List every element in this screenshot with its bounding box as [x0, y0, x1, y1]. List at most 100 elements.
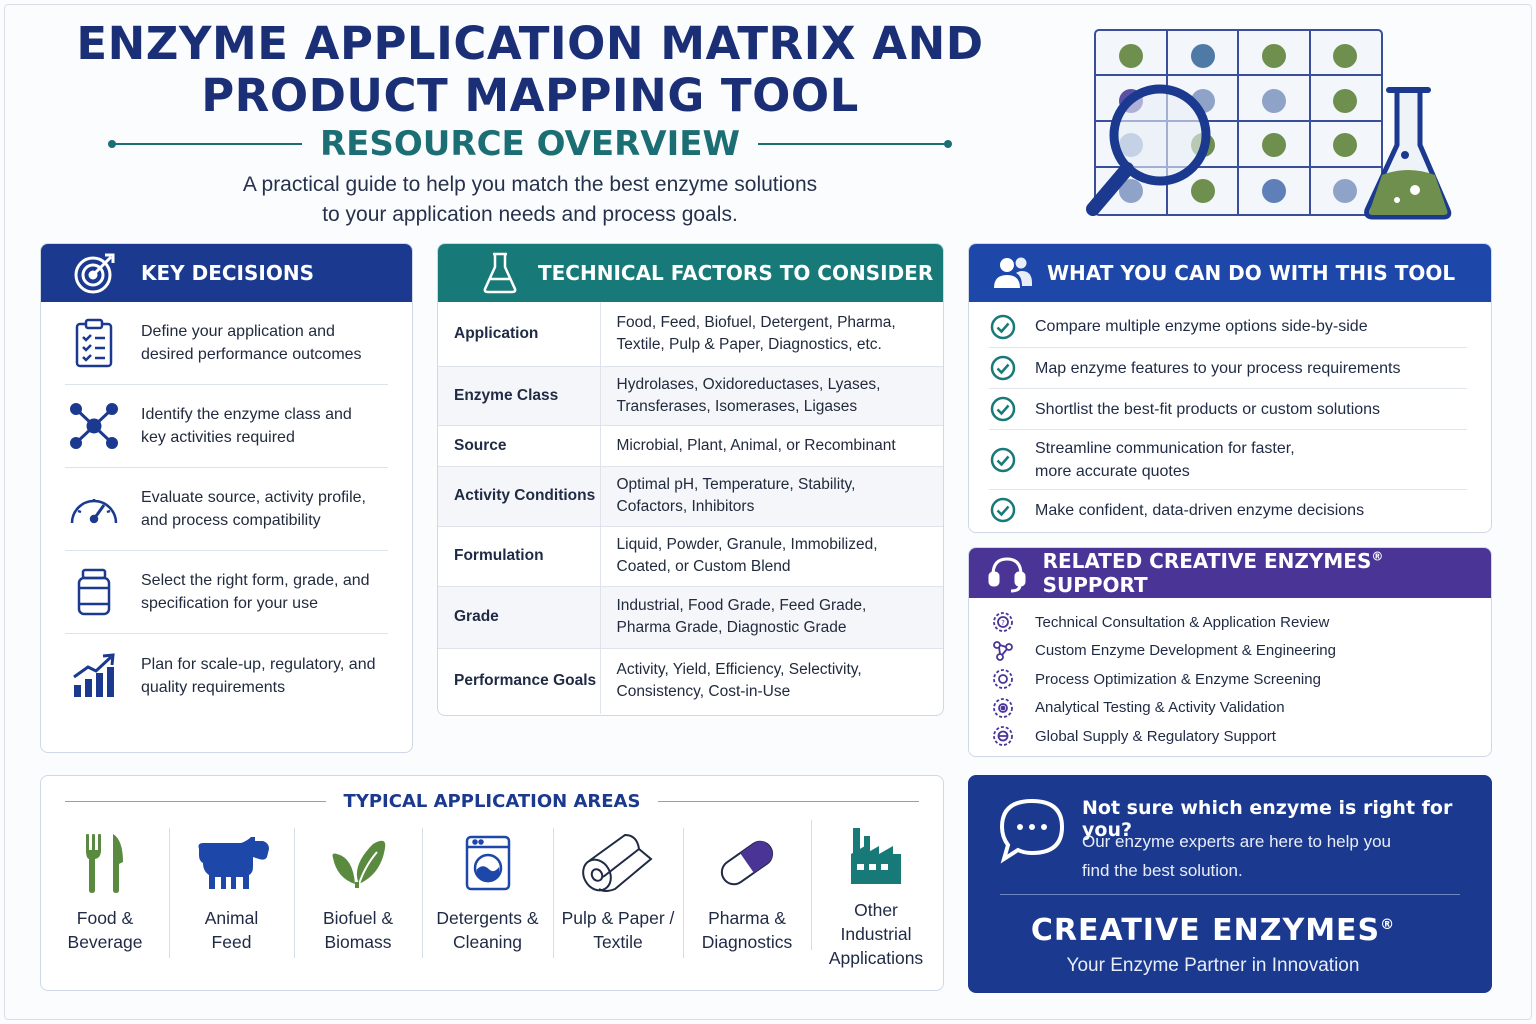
decision-text: Define your application and desired perf…	[141, 320, 388, 366]
what-you-can-do-card: WHAT YOU CAN DO WITH THIS TOOL Compare m…	[968, 243, 1492, 533]
decision-line-2: quality requirements	[141, 678, 286, 696]
list-item: Process Optimization & Enzyme Screening	[991, 665, 1467, 694]
magnifier-icon	[1086, 84, 1211, 216]
molecule-network-icon	[65, 397, 123, 455]
fork-knife-icon	[41, 828, 169, 898]
key-decisions-card: KEY DECISIONS Define your application an…	[40, 243, 413, 753]
factor-line-2: Coated, or Custom Blend	[616, 558, 791, 575]
related-support-header: RELATED CREATIVE ENZYMES® SUPPORT	[969, 548, 1491, 598]
cta-divider	[1000, 894, 1460, 895]
factor-key: Grade	[438, 586, 601, 649]
jar-icon	[65, 563, 123, 621]
support-text: Process Optimization & Enzyme Screening	[1035, 670, 1321, 688]
application-label: Pharma &Diagnostics	[683, 906, 811, 954]
capsule-icon	[683, 828, 811, 898]
decision-line-2: key activities required	[141, 429, 295, 446]
capability-line-1: Shortlist the best-fit products or custo…	[1035, 400, 1381, 418]
headset-icon	[985, 551, 1029, 595]
list-item: Streamline communication for faster,more…	[989, 430, 1467, 490]
paper-roll-icon	[553, 828, 683, 898]
list-item: Compare multiple enzyme options side-by-…	[989, 306, 1467, 348]
application-label: Food & Beverage	[41, 906, 169, 954]
molecule-icon	[993, 640, 1013, 661]
users-icon	[991, 251, 1035, 295]
support-text: Technical Consultation & Application Rev…	[1035, 613, 1330, 631]
gear-icon	[993, 697, 1013, 718]
table-row: Enzyme Class Hydrolases, Oxidoreductases…	[438, 366, 943, 426]
list-item: ? Technical Consultation & Application R…	[991, 608, 1467, 637]
page-title: ENZYME APPLICATION MATRIX AND PRODUCT MA…	[60, 18, 1000, 122]
factor-value: Activity, Yield, Efficiency, Selectivity…	[600, 648, 943, 714]
technical-factors-card: TECHNICAL FACTORS TO CONSIDER Applicatio…	[437, 243, 944, 716]
title-rule-left	[65, 800, 326, 802]
svg-text:?: ?	[1001, 619, 1005, 627]
factor-value: Optimal pH, Temperature, Stability,Cofac…	[600, 466, 943, 527]
flask-icon	[478, 251, 522, 295]
factor-line-1: Hydrolases, Oxidoreductases, Lyases,	[616, 375, 881, 393]
capability-line-1: Compare multiple enzyme options side-by-…	[1035, 318, 1368, 335]
application-line-1: Pulp & Paper /	[561, 908, 675, 928]
decision-line-2: desired performance outcomes	[141, 346, 362, 363]
application-item: Pharma &Diagnostics	[683, 828, 811, 978]
subtitle: RESOURCE OVERVIEW	[320, 124, 741, 164]
application-areas-card: TYPICAL APPLICATION AREAS Food &Beverage…	[40, 775, 944, 991]
what-you-can-do-title: WHAT YOU CAN DO WITH THIS TOOL	[1047, 261, 1456, 285]
table-row: Grade Industrial, Food Grade, Feed Grade…	[438, 586, 943, 649]
capability-line-1: Map enzyme features to your process requ…	[1035, 359, 1401, 377]
list-item: Custom Enzyme Development & Engineering	[991, 637, 1467, 666]
decision-line-1: Select the right form, grade, and	[141, 572, 370, 589]
application-line-1: Other	[854, 900, 898, 920]
application-line-2: Beverage	[67, 932, 143, 952]
gauge-icon	[65, 480, 123, 538]
decision-text: Identify the enzyme class and key activi…	[141, 403, 388, 449]
application-line-1: Food &	[76, 908, 134, 928]
application-line-3: Applications	[828, 948, 924, 968]
support-text: Global Supply & Regulatory Support	[1035, 727, 1276, 745]
cta-answer: Our enzyme experts are here to help you …	[1082, 827, 1462, 885]
globe-gear-icon	[993, 726, 1013, 747]
check-circle-icon	[990, 396, 1016, 422]
related-support-title-suffix: SUPPORT	[1042, 573, 1148, 597]
application-label: Pulp & Paper / Textile	[553, 906, 683, 954]
clipboard-checklist-icon	[65, 314, 123, 372]
related-support-title-main: RELATED CREATIVE ENZYMES	[1042, 549, 1372, 573]
check-circle-icon	[990, 355, 1016, 381]
key-decisions-title: KEY DECISIONS	[141, 261, 314, 285]
application-line-2: Industrial	[840, 924, 912, 944]
application-line-2: Diagnostics	[701, 932, 793, 952]
related-support-card: RELATED CREATIVE ENZYMES® SUPPORT ? Tech…	[968, 547, 1492, 757]
list-item: Evaluate source, activity profile, and p…	[65, 468, 388, 551]
table-row: Performance Goals Activity, Yield, Effic…	[438, 648, 943, 714]
factor-key: Performance Goals	[438, 648, 601, 714]
factor-key: Activity Conditions	[438, 466, 601, 527]
application-line-2: Biomass	[324, 932, 392, 952]
application-line-2: Textile	[593, 932, 643, 952]
application-line-2: Cleaning	[452, 932, 523, 952]
factor-key: Application	[438, 302, 601, 367]
key-decisions-list: Define your application and desired perf…	[41, 302, 412, 717]
page-frame	[4, 4, 1532, 1020]
gear-icon	[993, 669, 1013, 690]
check-circle-icon	[990, 497, 1016, 523]
subtitle-rule-right	[758, 140, 953, 148]
registered-mark: ®	[1371, 549, 1384, 564]
factor-key: Enzyme Class	[438, 366, 601, 426]
application-label: Detergents & Cleaning	[422, 906, 553, 954]
factor-line-2: Cofactors, Inhibitors	[616, 498, 755, 515]
application-line-1: Detergents &	[436, 908, 539, 928]
factor-line-1: Liquid, Powder, Granule, Immobilized,	[616, 536, 878, 553]
capability-text: Shortlist the best-fit products or custo…	[1035, 398, 1380, 421]
list-item: Plan for scale-up, regulatory, and quali…	[65, 634, 388, 717]
check-circle-icon	[990, 447, 1016, 472]
factor-value: Liquid, Powder, Granule, Immobilized, Coa…	[600, 526, 943, 587]
subtitle-row: RESOURCE OVERVIEW	[108, 122, 953, 166]
capability-text: Map enzyme features to your process requ…	[1035, 357, 1401, 380]
intro-line-1: A practical guide to help you match the …	[242, 173, 818, 196]
application-item: Food & Beverage	[41, 828, 169, 978]
subtitle-rule-left	[108, 140, 302, 148]
factor-key: Formulation	[438, 526, 601, 587]
what-you-can-do-header: WHAT YOU CAN DO WITH THIS TOOL	[969, 244, 1491, 302]
support-text: Custom Enzyme Development & Engineering	[1035, 642, 1336, 660]
related-support-title: RELATED CREATIVE ENZYMES® SUPPORT	[1043, 549, 1491, 597]
